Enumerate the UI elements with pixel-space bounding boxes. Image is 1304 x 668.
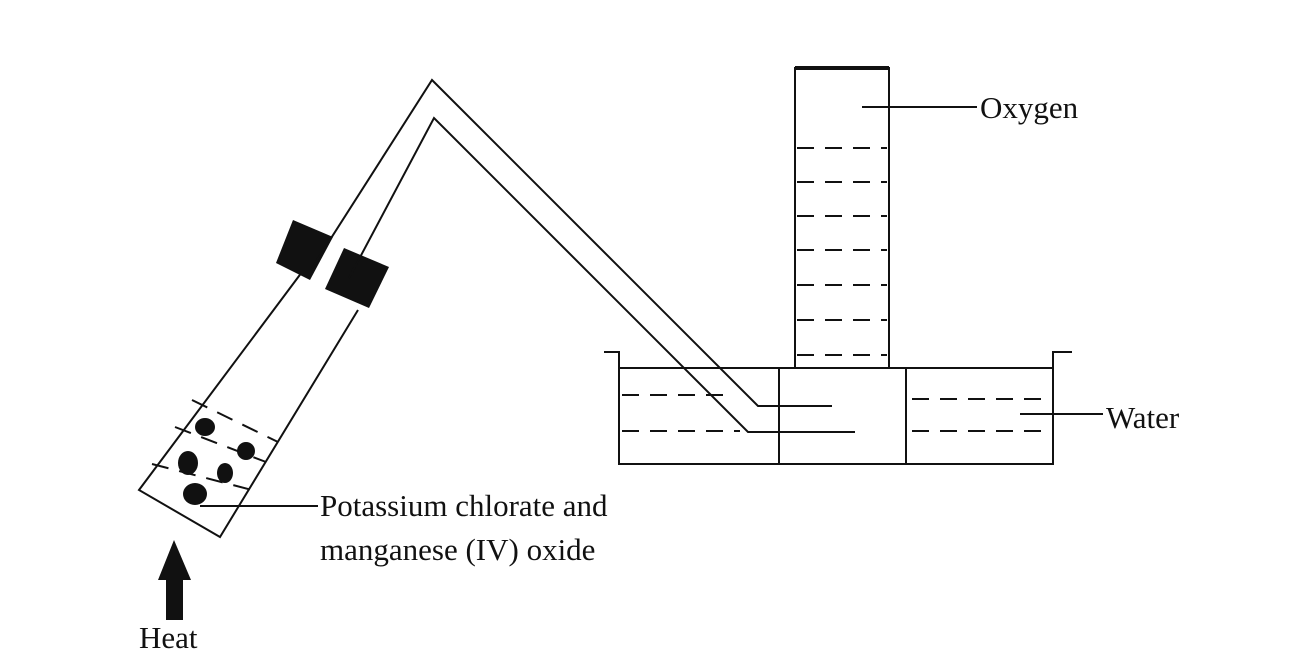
- heat-label: Heat: [139, 620, 198, 655]
- oxygen-label: Oxygen: [980, 90, 1079, 125]
- reactant-particles: [178, 418, 255, 505]
- rubber-stopper: [276, 220, 389, 308]
- heat-arrow-icon: [158, 540, 191, 620]
- delivery-tube: [311, 78, 855, 433]
- reactant-label-line1: Potassium chlorate and: [320, 488, 608, 523]
- water-label: Water: [1106, 400, 1180, 435]
- boiling-tube: [137, 271, 359, 539]
- gas-jar: [794, 66, 890, 369]
- gas-jar-water-level: [797, 147, 887, 356]
- reactant-label-line2: manganese (IV) oxide: [320, 532, 595, 567]
